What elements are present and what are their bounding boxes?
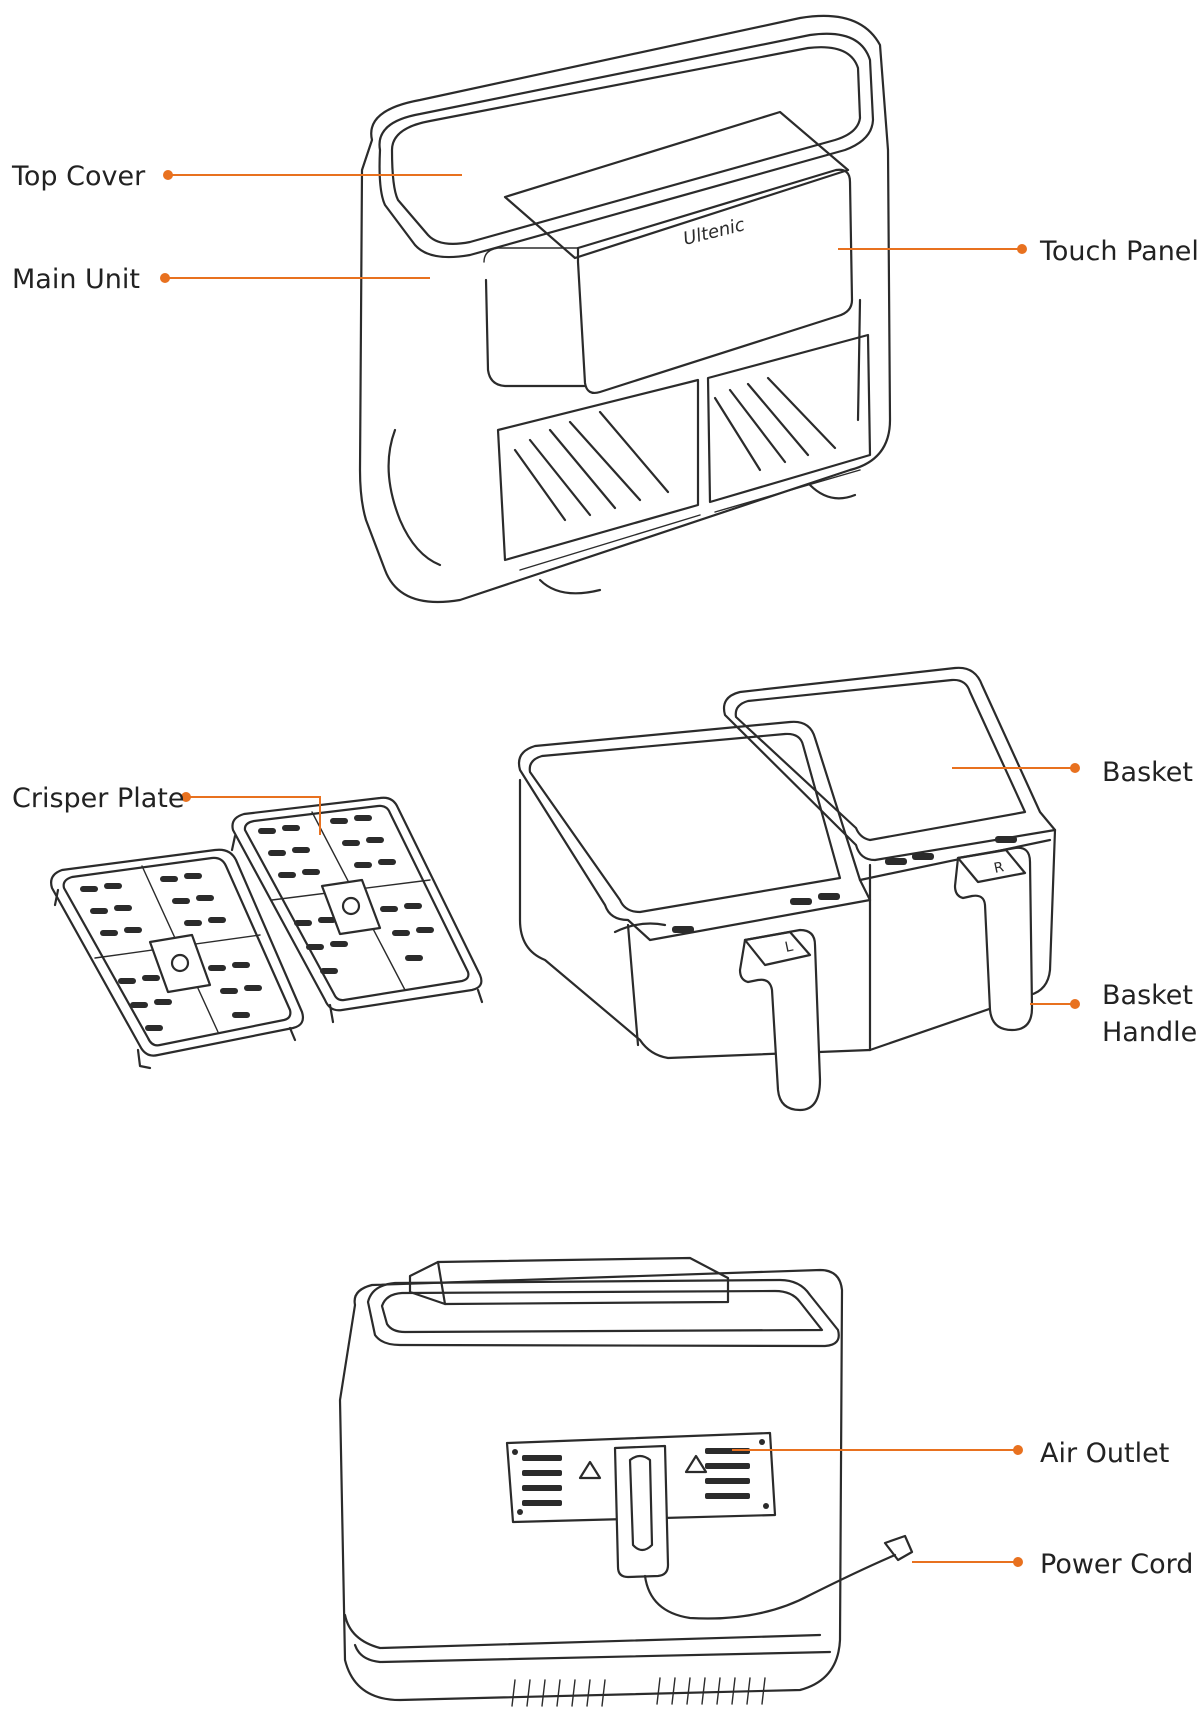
callouts: Top Cover Main Unit Touch Panel Crisper … [11,161,1199,1580]
power-cord-label: Power Cord [1040,1549,1193,1580]
callout-touch-panel: Touch Panel [838,236,1199,267]
main-unit-dot [160,273,170,283]
basket-handle-dot [1070,999,1080,1009]
power-cord-dot [1013,1557,1023,1567]
basket-dot [1070,763,1080,773]
air-fryer-back-view [338,1256,914,1707]
callout-basket-handle: Basket Handle [1030,980,1197,1048]
crisper-plates [50,796,484,1070]
air-outlet-dot [1013,1445,1023,1455]
callout-top-cover: Top Cover [11,161,462,192]
touch-panel-label: Touch Panel [1039,236,1199,267]
crisper-plate-dot [181,792,191,802]
baskets: L R [517,666,1057,1112]
basket-handle-label-line1: Basket [1102,980,1193,1011]
air-outlet-label: Air Outlet [1040,1438,1169,1469]
main-unit-label: Main Unit [12,264,140,295]
callout-air-outlet: Air Outlet [732,1438,1169,1469]
left-basket-marker: L [784,939,795,956]
touch-panel-dot [1017,244,1027,254]
callout-main-unit: Main Unit [12,264,430,295]
crisper-plate-label: Crisper Plate [12,783,184,814]
top-cover-label: Top Cover [11,161,146,192]
basket-handle-label-line2: Handle [1102,1017,1197,1048]
right-basket-marker: R [993,859,1006,877]
top-cover-dot [163,170,173,180]
crisper-plate-leader [186,796,321,835]
callout-power-cord: Power Cord [912,1549,1193,1580]
basket-label: Basket [1102,757,1193,788]
callout-basket: Basket [952,757,1193,788]
air-fryer-front-view: Ultenic [358,14,892,604]
callout-crisper-plate: Crisper Plate [12,783,321,835]
